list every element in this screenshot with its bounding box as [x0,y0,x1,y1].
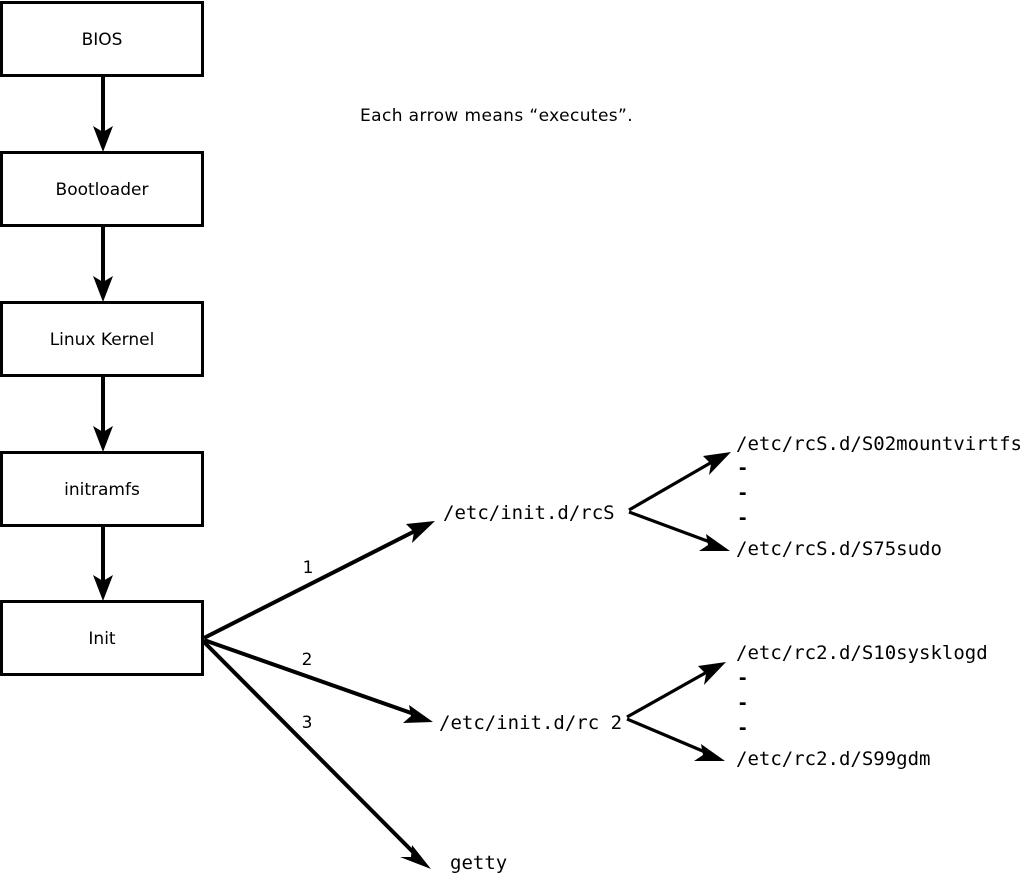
branch-target-rcs[interactable]: /etc/init.d/rcS [443,502,615,524]
node-initramfs-rect [0,451,204,527]
node-linux-kernel[interactable]: Linux Kernel [0,301,204,377]
node-linux-kernel-label: Linux Kernel [50,330,155,350]
rc2-ellipsis-dash-1: - [737,667,748,689]
node-initramfs[interactable]: initramfs [0,451,204,527]
branch-number-2: 2 [302,650,313,670]
node-init[interactable]: Init [0,600,204,676]
rcs-script-last[interactable]: /etc/rcS.d/S75sudo [736,538,942,560]
node-bios-label: BIOS [82,30,123,50]
rcs-ellipsis-dash-1: - [737,457,748,479]
rc2-script-first[interactable]: /etc/rc2.d/S10sysklogd [736,642,988,664]
branch-number-3: 3 [302,713,313,733]
node-bootloader-label: Bootloader [56,180,149,200]
node-initramfs-label: initramfs [64,480,140,500]
rcs-script-first[interactable]: /etc/rcS.d/S02mountvirtfs [736,433,1022,455]
node-init-rect [0,600,204,676]
branch-target-rc2[interactable]: /etc/init.d/rc 2 [439,712,622,734]
node-bootloader[interactable]: Bootloader [0,151,204,227]
arrow-rcs-to-first-script [628,452,731,512]
node-bios-rect [0,1,204,77]
rc2-script-last[interactable]: /etc/rc2.d/S99gdm [736,748,930,770]
node-init-label: Init [88,629,116,649]
arrow-initramfs-to-init [93,526,113,601]
arrow-rcs-to-last-script [628,510,730,551]
arrow-rc2-to-last-script [626,717,725,761]
rc2-ellipsis-dash-3: - [737,717,748,739]
arrow-init-branch-1 [203,521,435,640]
arrow-bootloader-to-kernel [93,226,113,302]
node-linux-kernel-rect [0,301,204,377]
branch-number-1: 1 [303,558,314,578]
arrow-kernel-to-initramfs [93,376,113,452]
arrow-bios-to-bootloader [93,76,113,152]
diagram-caption: Each arrow means “executes”. [360,106,633,126]
arrow-rc2-to-first-script [626,662,726,719]
arrow-init-branch-3 [202,640,431,869]
branch-target-getty[interactable]: getty [450,852,507,874]
node-bootloader-rect [0,151,204,227]
arrow-init-branch-2 [203,638,433,723]
node-bios[interactable]: BIOS [0,1,204,77]
rc2-ellipsis-dash-2: - [737,692,748,714]
rcs-ellipsis-dash-2: - [737,482,748,504]
rcs-ellipsis-dash-3: - [737,507,748,529]
